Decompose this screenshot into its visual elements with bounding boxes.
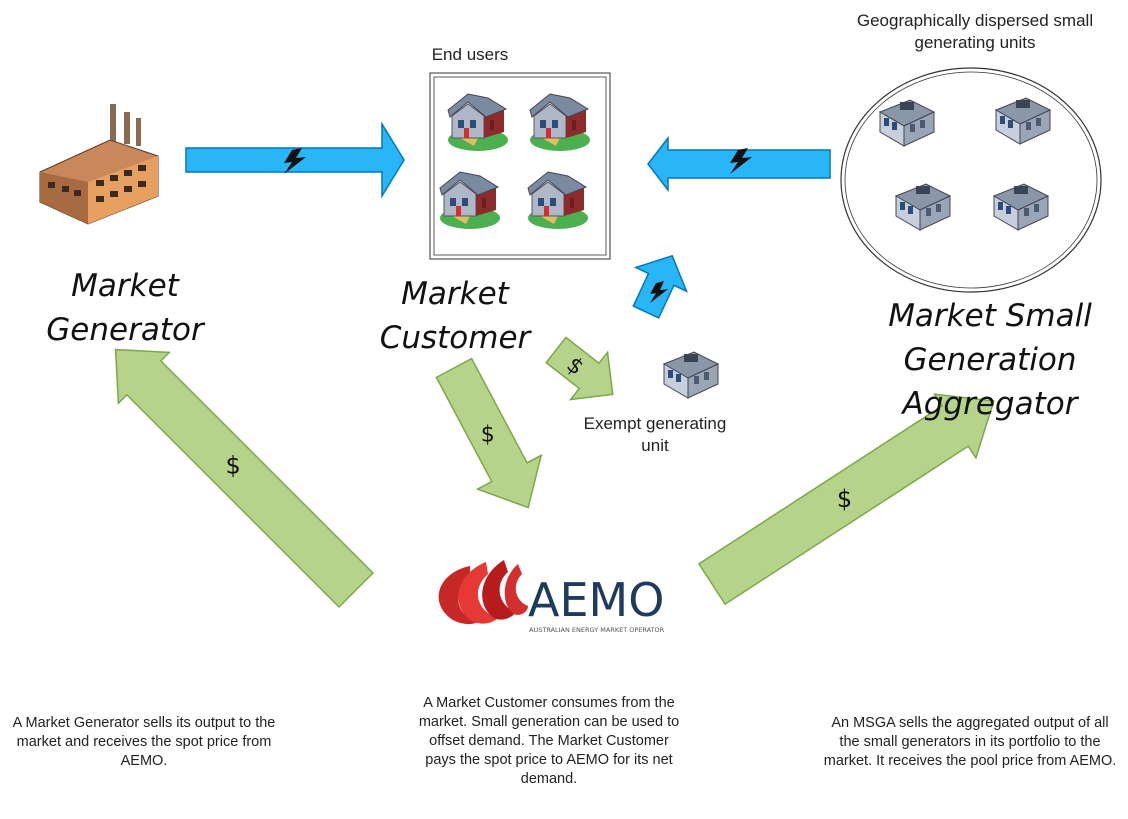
exempt-unit-label: Exempt generating unit: [583, 414, 727, 455]
dispersed-units-label: Geographically dispersed small generatin…: [856, 11, 1094, 52]
money-arrow-exempt: $: [545, 336, 614, 401]
end-users-box: [429, 72, 611, 260]
msga-description: An MSGA sells the aggregated output of a…: [823, 715, 1117, 769]
end-users-label: End users: [431, 45, 509, 64]
lightning-icon: [730, 148, 752, 174]
lightning-icon: [284, 148, 306, 174]
generator-description: A Market Generator sells its output to t…: [12, 715, 276, 769]
aemo-name: AEMO: [528, 573, 664, 627]
msga-title: Market Small Generation Aggregator: [888, 298, 1092, 422]
dollar-sign: $: [226, 452, 241, 480]
aggregator-circle: [840, 67, 1102, 293]
power-arrow-generator: [185, 121, 405, 199]
money-arrow-customer: $: [435, 357, 543, 509]
dollar-sign: $: [481, 422, 495, 447]
power-arrow-exempt: [632, 254, 689, 319]
market-customer-title: Market Customer: [379, 276, 531, 356]
factory-icon: [39, 104, 159, 225]
small-generator-icon: [663, 351, 719, 399]
customer-description: A Market Customer consumes from the mark…: [418, 695, 680, 787]
aemo-logo: AEMO AUSTRALIAN ENERGY MARKET OPERATOR: [438, 560, 665, 634]
money-arrow-generator: $: [114, 348, 375, 609]
aemo-tagline: AUSTRALIAN ENERGY MARKET OPERATOR: [529, 626, 665, 634]
power-arrow-aggregator: [647, 135, 831, 193]
money-arrow-aggregator: $: [697, 393, 995, 606]
market-generator-title: Market Generator: [46, 268, 204, 348]
dollar-sign: $: [837, 485, 852, 513]
